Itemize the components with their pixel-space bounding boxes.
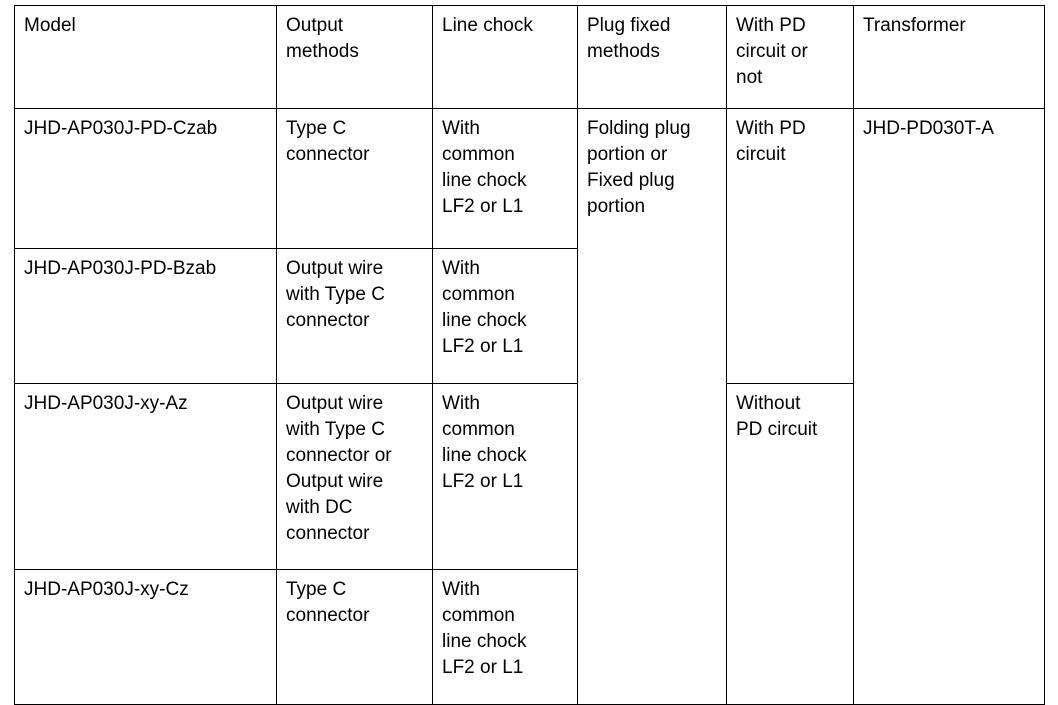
cell-line-chock: With common line chock LF2 or L1 [432, 108, 578, 249]
cell-pd-circuit-with: With PD circuit [726, 108, 854, 384]
value-model: JHD-AP030J-xy-Cz [24, 579, 189, 600]
cell-pd-circuit-without: Without PD circuit [726, 383, 854, 705]
value-line-chock: With common line chock LF2 or L1 [442, 258, 527, 357]
cell-output-methods: Output wire with Type C connector or Out… [276, 383, 433, 570]
cell-output-methods: Type C connector [276, 569, 433, 705]
header-label-model: Model [24, 15, 76, 36]
value-transformer: JHD-PD030T-A [863, 118, 994, 139]
cell-model: JHD-AP030J-xy-Az [14, 383, 277, 570]
cell-output-methods: Output wire with Type C connector [276, 248, 433, 384]
value-line-chock: With common line chock LF2 or L1 [442, 393, 527, 492]
value-output-methods: Output wire with Type C connector [286, 258, 385, 331]
value-pd-circuit-with: With PD circuit [736, 118, 806, 165]
value-output-methods: Type C connector [286, 118, 370, 165]
cell-line-chock: With common line chock LF2 or L1 [432, 248, 578, 384]
value-model: JHD-AP030J-xy-Az [24, 393, 188, 414]
page-root: Model Output methods Line chock Plug fix… [14, 5, 1045, 705]
specification-table: Model Output methods Line chock Plug fix… [14, 5, 1045, 705]
value-pd-circuit-without: Without PD circuit [736, 393, 818, 440]
cell-line-chock: With common line chock LF2 or L1 [432, 569, 578, 705]
cell-model: JHD-AP030J-xy-Cz [14, 569, 277, 705]
value-output-methods: Type C connector [286, 579, 370, 626]
table-row: JHD-AP030J-PD-Bzab Output wire with Type… [14, 248, 1045, 384]
cell-model: JHD-AP030J-PD-Czab [14, 108, 277, 249]
cell-model: JHD-AP030J-PD-Bzab [14, 248, 277, 384]
table-row: JHD-AP030J-PD-Czab Type C connector With… [14, 108, 1045, 705]
value-line-chock: With common line chock LF2 or L1 [442, 579, 527, 678]
value-model: JHD-AP030J-PD-Bzab [24, 258, 217, 279]
column-header-model: Model [14, 5, 277, 109]
header-label-line-chock: Line chock [442, 15, 533, 36]
value-plug-fixed-methods: Folding plug portion or Fixed plug porti… [587, 118, 691, 217]
column-header-transformer: Transformer [853, 5, 1045, 109]
column-header-pd-circuit: With PD circuit or not [726, 5, 854, 109]
header-label-pd-circuit: With PD circuit or not [736, 15, 808, 88]
column-header-output-methods: Output methods [276, 5, 433, 109]
value-model: JHD-AP030J-PD-Czab [24, 118, 218, 139]
column-header-line-chock: Line chock [432, 5, 578, 109]
header-label-plug-fixed-methods: Plug fixed methods [587, 15, 671, 62]
cell-plug-fixed-methods-merged: Folding plug portion or Fixed plug porti… [577, 108, 727, 705]
table-header-row: Model Output methods Line chock Plug fix… [14, 5, 1045, 109]
value-output-methods: Output wire with Type C connector or Out… [286, 393, 392, 544]
cell-line-chock: With common line chock LF2 or L1 [432, 383, 578, 570]
column-header-plug-fixed-methods: Plug fixed methods [577, 5, 727, 109]
value-line-chock: With common line chock LF2 or L1 [442, 118, 527, 217]
table-row: JHD-AP030J-xy-Az Output wire with Type C… [14, 383, 1045, 705]
cell-output-methods: Type C connector [276, 108, 433, 249]
cell-transformer-merged: JHD-PD030T-A [853, 108, 1045, 705]
header-label-transformer: Transformer [863, 15, 966, 36]
header-label-output-methods: Output methods [286, 15, 359, 62]
